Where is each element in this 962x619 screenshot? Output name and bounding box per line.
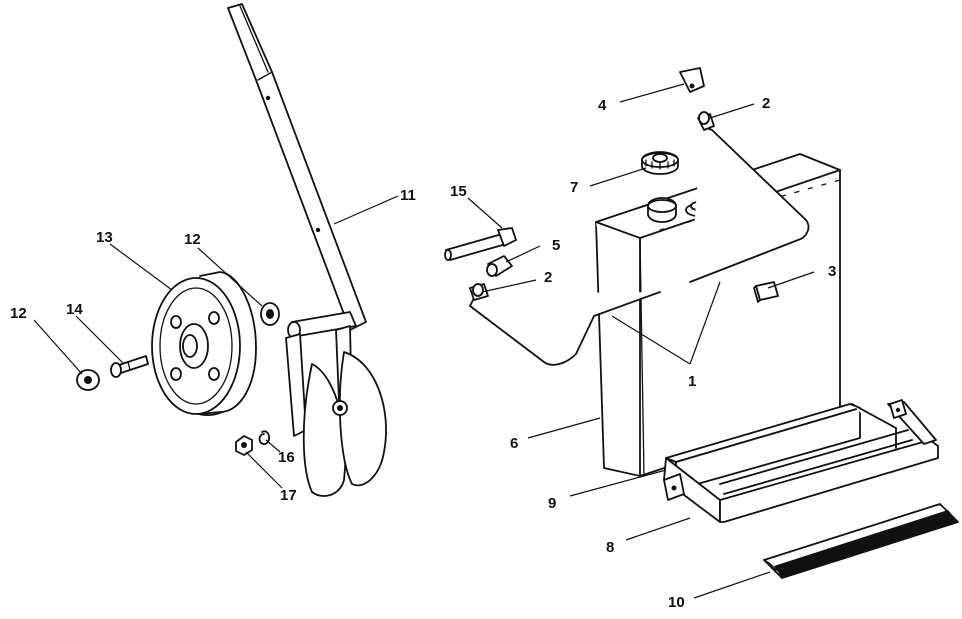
tank-fill-neck: [647, 197, 677, 223]
axle-bolt: [110, 355, 149, 378]
callout-13: 13: [96, 229, 113, 246]
callout-12-upper: 12: [184, 231, 201, 248]
callout-3: 3: [828, 263, 836, 280]
callout-2-upper: 2: [762, 95, 770, 112]
fitting-lower: [469, 283, 489, 301]
bolt: [444, 227, 517, 261]
hex-nut: [235, 435, 253, 456]
fuel-cap: [641, 151, 679, 175]
valve-fitting: [486, 255, 513, 277]
callout-labels: 1 2 2 3 4 5 6 7 8 9 10 11 12 12 13 14 15…: [10, 95, 836, 611]
callout-10: 10: [668, 594, 685, 611]
fuel-line: [469, 125, 810, 366]
callout-16: 16: [278, 449, 295, 466]
callout-1: 1: [688, 373, 696, 390]
callout-6: 6: [510, 435, 518, 452]
handle-lever: [227, 3, 367, 331]
spacer-upper: [260, 302, 280, 326]
callout-17: 17: [280, 487, 297, 504]
callout-8: 8: [606, 539, 614, 556]
callout-2-lower: 2: [544, 269, 552, 286]
cutting-blades: [302, 351, 387, 497]
callout-15: 15: [450, 183, 467, 200]
callout-9: 9: [548, 495, 556, 512]
callout-12-lower: 12: [10, 305, 27, 322]
wheel: [151, 271, 257, 416]
mounting-frame: [663, 401, 939, 523]
elbow-fitting: [679, 67, 705, 93]
callout-14: 14: [66, 301, 83, 318]
spacer-lower: [76, 369, 100, 391]
callout-5: 5: [552, 237, 560, 254]
callout-4: 4: [598, 97, 607, 114]
callout-7: 7: [570, 179, 578, 196]
leader-lines: [33, 83, 815, 599]
fitting-upper: [697, 111, 715, 131]
frame-tab: [663, 399, 907, 501]
callout-11: 11: [400, 187, 416, 204]
rubber-pad: [763, 503, 959, 579]
